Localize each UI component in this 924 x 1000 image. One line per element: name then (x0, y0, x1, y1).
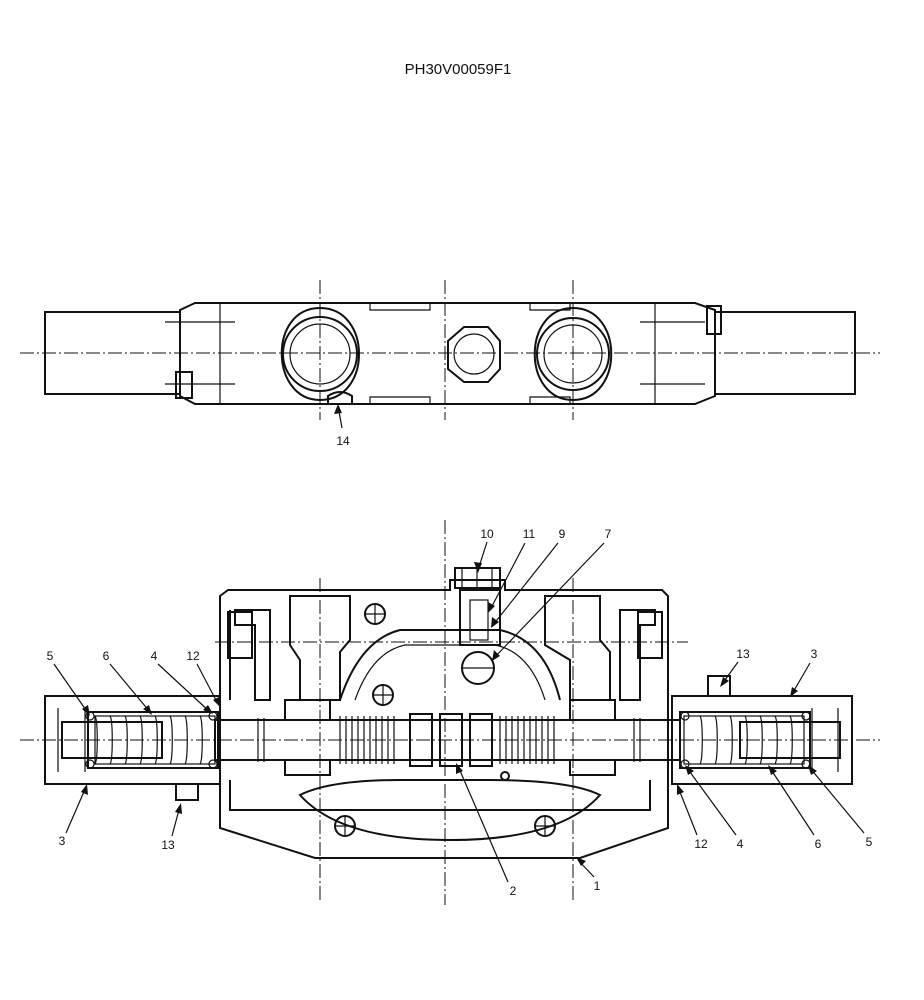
callout-label: 4 (151, 649, 158, 663)
callout-label: 13 (161, 838, 175, 852)
callout-label: 6 (815, 837, 822, 851)
callout-5-right: 5 (808, 765, 873, 849)
callout-label: 12 (694, 837, 708, 851)
callout-12-left: 12 (186, 649, 220, 707)
callout-label: 3 (59, 834, 66, 848)
callout-5-left: 5 (47, 649, 90, 716)
callout-13-left: 13 (161, 803, 182, 852)
drawing-code: PH30V00059F1 (405, 61, 512, 78)
callout-7: 7 (492, 527, 612, 661)
callout-12-right: 12 (677, 784, 708, 851)
callout-10: 10 (474, 527, 494, 573)
callout-label: 7 (605, 527, 612, 541)
callout-14: 14 (334, 404, 350, 448)
callout-label: 14 (336, 434, 350, 448)
callout-label: 6 (103, 649, 110, 663)
section-view (20, 520, 880, 905)
callout-11: 11 (488, 527, 536, 613)
callout-4-right: 4 (685, 765, 744, 851)
callout-label: 11 (523, 527, 536, 541)
callout-label: 3 (811, 647, 818, 661)
callout-label: 5 (866, 835, 873, 849)
callout-2: 2 (456, 763, 517, 898)
callout-6-left: 6 (103, 649, 152, 715)
callout-label: 9 (559, 527, 566, 541)
callout-13-right: 13 (720, 647, 750, 687)
callout-label: 2 (510, 884, 517, 898)
callout-label: 13 (736, 647, 750, 661)
callout-label: 10 (480, 527, 494, 541)
callout-3-left: 3 (59, 784, 88, 848)
callout-4-left: 4 (151, 649, 213, 714)
callout-label: 5 (47, 649, 54, 663)
callout-6-right: 6 (768, 765, 822, 851)
callout-9: 9 (491, 527, 566, 628)
callout-1: 1 (576, 857, 601, 893)
callout-label: 4 (737, 837, 744, 851)
callout-3-right: 3 (790, 647, 818, 697)
callout-label: 1 (594, 879, 601, 893)
callout-label: 12 (186, 649, 200, 663)
top-view (20, 280, 880, 420)
